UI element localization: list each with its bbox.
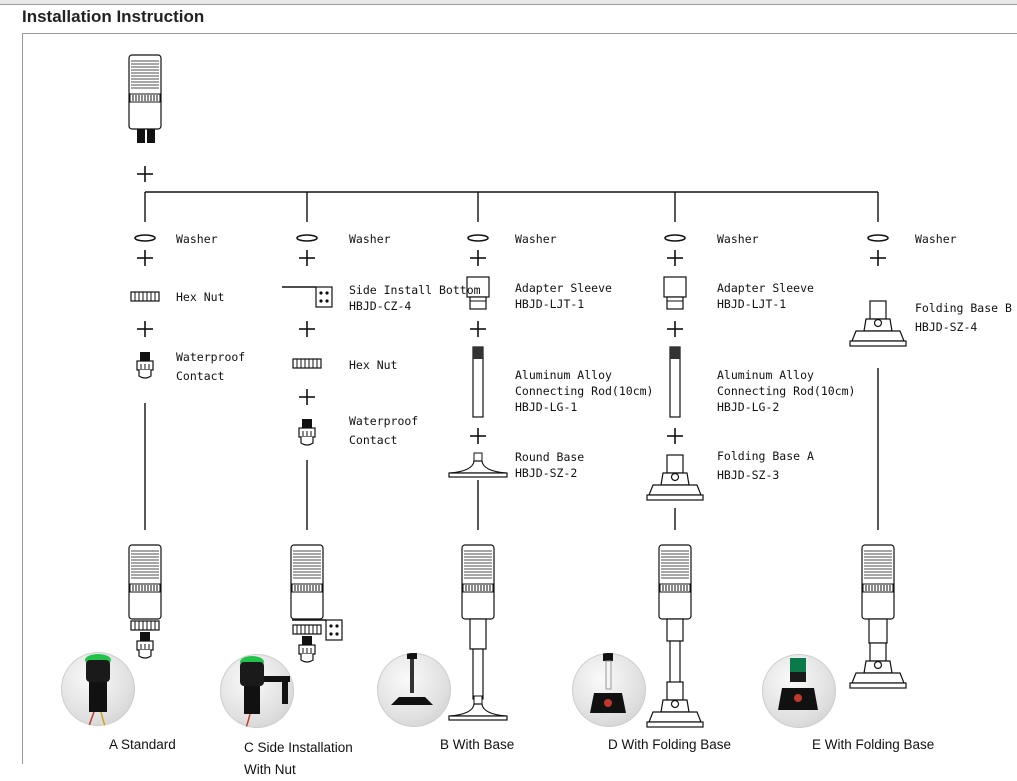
label-d-folding-base: Folding Base A HBJD-SZ-3	[717, 449, 814, 482]
folding-base-icon	[646, 454, 704, 501]
round-base-icon	[448, 452, 508, 478]
assembled-b	[448, 544, 508, 721]
label-e-washer: Washer	[915, 232, 957, 246]
column-a-parts	[130, 234, 160, 379]
plus-icon	[869, 249, 887, 267]
label-d-washer: Washer	[717, 232, 759, 246]
plus-icon	[469, 320, 487, 338]
waterproof-contact-icon	[136, 351, 154, 379]
branch-lines	[144, 191, 879, 530]
connecting-rod-icon	[669, 346, 681, 418]
washer-icon	[296, 234, 318, 242]
folding-base-icon	[849, 300, 907, 347]
hex-nut-icon	[292, 358, 322, 369]
plus-icon	[136, 320, 154, 338]
caption-e-with-folding-base: E With Folding Base	[812, 737, 935, 752]
label-d-adapter-sleeve: Adapter Sleeve HBJD-LJT-1	[717, 281, 814, 311]
washer-icon	[467, 234, 489, 242]
diagram-frame	[22, 33, 1017, 764]
washer-icon	[867, 234, 889, 242]
plus-icon	[469, 427, 487, 445]
side-bracket-icon	[281, 286, 333, 308]
photo-b-with-base	[377, 653, 451, 727]
label-b-rod: Aluminum Alloy Connecting Rod(10cm) HBJD…	[515, 368, 654, 414]
label-b-washer: Washer	[515, 232, 557, 246]
label-a-hex-nut: Hex Nut	[176, 290, 225, 304]
plus-icon	[298, 320, 316, 338]
plus-icon	[666, 249, 684, 267]
label-c-hex-nut: Hex Nut	[349, 358, 398, 372]
plus-icon	[136, 165, 154, 183]
column-b-parts	[448, 234, 508, 478]
waterproof-contact-icon	[298, 418, 316, 446]
column-e-parts	[849, 234, 907, 347]
photo-a-standard	[61, 652, 135, 726]
top-lamp	[128, 54, 162, 143]
label-c-contact: Waterproof Contact	[349, 414, 419, 447]
plus-icon	[666, 320, 684, 338]
assembled-a	[128, 544, 162, 659]
label-b-adapter-sleeve: Adapter Sleeve HBJD-LJT-1	[515, 281, 612, 311]
column-c-parts	[281, 234, 333, 446]
label-c-side-install: Side Install Bottom HBJD-CZ-4	[349, 283, 481, 313]
label-e-folding-base: Folding Base B HBJD-SZ-4	[915, 301, 1012, 334]
plus-icon	[666, 427, 684, 445]
label-b-round-base: Round Base HBJD-SZ-2	[515, 450, 585, 480]
caption-b-with-base: B With Base	[440, 737, 515, 752]
label-a-contact: Waterproof Contact	[176, 350, 246, 383]
photo-e-with-folding-base	[762, 654, 836, 728]
window-top-border	[0, 0, 1017, 5]
hex-nut-icon	[130, 291, 160, 302]
caption-d-with-folding-base: D With Folding Base	[608, 737, 732, 752]
connecting-rod-icon	[472, 346, 484, 418]
assembled-d	[646, 544, 704, 728]
photo-d-with-folding-base	[572, 653, 646, 727]
column-d-parts	[646, 234, 704, 501]
plus-icon	[136, 249, 154, 267]
label-a-washer: Washer	[176, 232, 218, 246]
washer-icon	[134, 234, 156, 242]
plus-icon	[469, 249, 487, 267]
assembled-c	[290, 544, 343, 663]
page-title: Installation Instruction	[22, 7, 205, 26]
plus-icon	[298, 249, 316, 267]
plus-icon	[298, 388, 316, 406]
photo-c-side-installation	[220, 654, 294, 728]
assembled-e	[849, 544, 907, 689]
adapter-sleeve-icon	[663, 276, 687, 310]
label-d-rod: Aluminum Alloy Connecting Rod(10cm) HBJD…	[717, 368, 856, 414]
label-c-washer: Washer	[349, 232, 391, 246]
washer-icon	[664, 234, 686, 242]
caption-a-standard: A Standard	[109, 737, 176, 752]
caption-c-side-installation: C Side Installation With Nut	[244, 740, 353, 777]
